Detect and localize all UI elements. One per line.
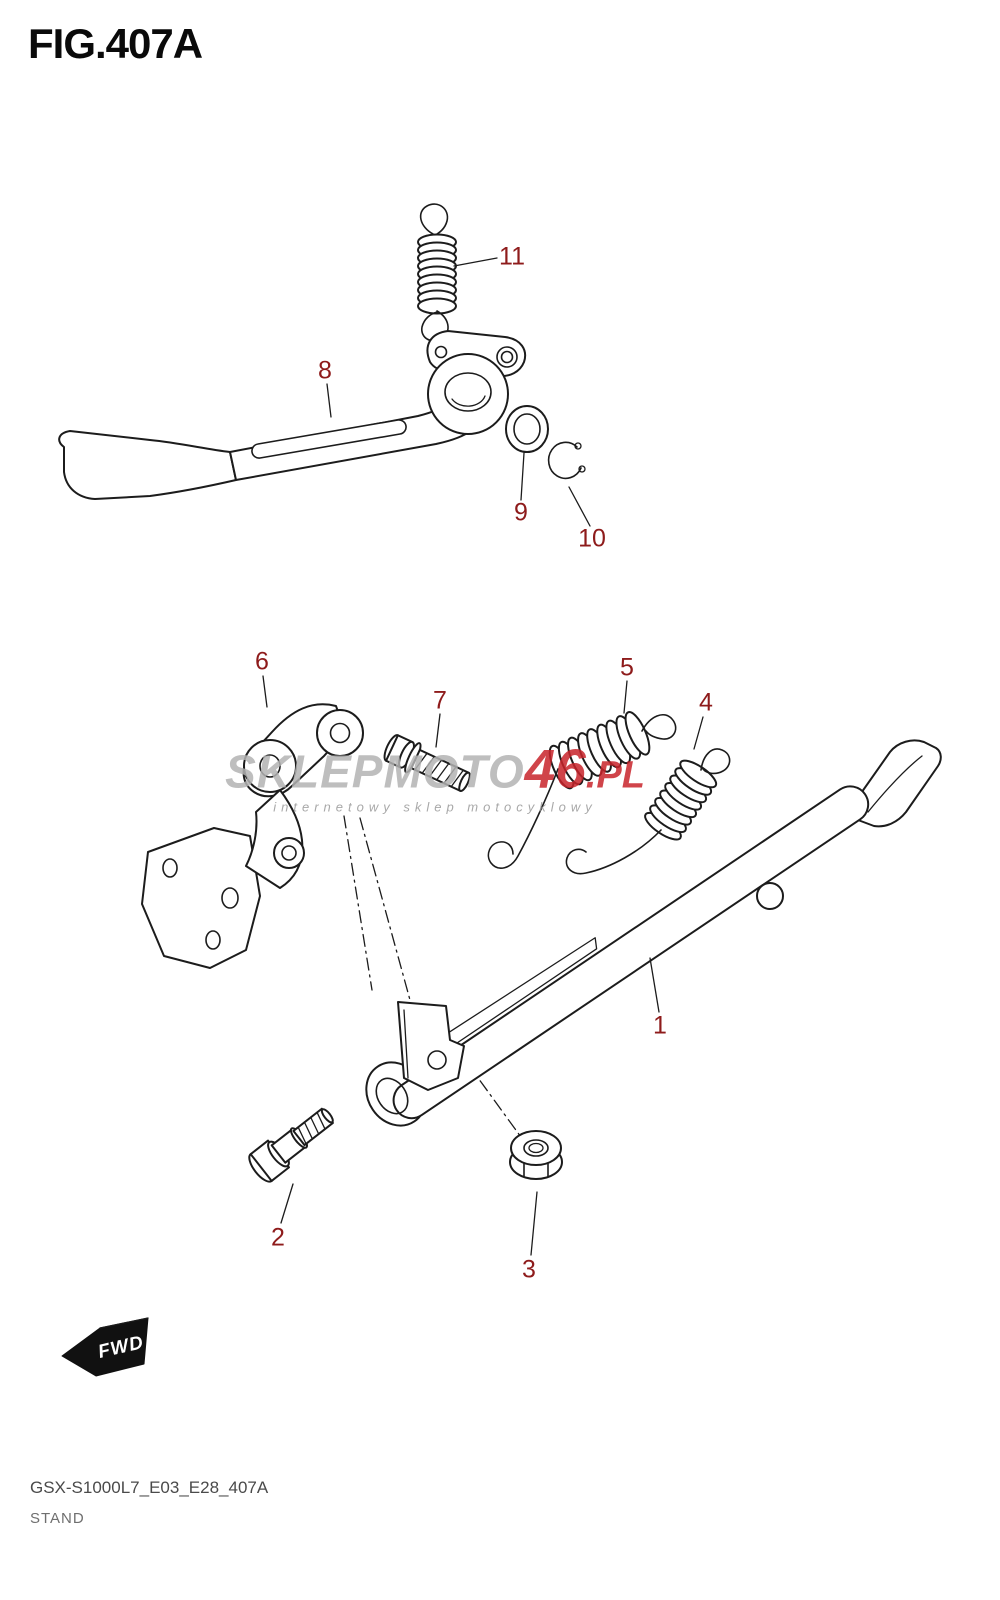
footer-part-code: GSX-S1000L7_E03_E28_407A [30, 1478, 269, 1497]
figure-title: FIG.407A [28, 20, 203, 67]
part-label-6: 6 [255, 647, 269, 676]
leader-lines [262, 257, 704, 1256]
pivot-bolt-drawing [248, 1107, 334, 1183]
watermark-text: SKLEPMOTO [225, 745, 525, 798]
part-label-5: 5 [620, 653, 634, 682]
part-label-9: 9 [514, 498, 528, 527]
watermark-suffix: .PL [585, 754, 645, 797]
return-spring-drawing [417, 203, 457, 342]
watermark: SKLEPMOTO46.PL internetowy sklep motocyk… [225, 741, 645, 815]
part-label-10: 10 [578, 524, 606, 553]
footer-figure-name: STAND [30, 1510, 85, 1527]
stand-spring-outer-drawing [565, 748, 731, 875]
assembly-axis-lines [343, 815, 527, 1145]
circlip-drawing [547, 441, 586, 480]
watermark-accent: 46 [524, 737, 586, 800]
part-label-1: 1 [653, 1011, 667, 1040]
part-label-11: 11 [499, 242, 525, 271]
part-label-8: 8 [318, 356, 332, 385]
side-stand-drawing [365, 739, 942, 1127]
brake-pedal-drawing [58, 330, 526, 500]
bracket-bolt-drawing [383, 734, 471, 792]
watermark-subtitle: internetowy sklep motocyklowy [273, 799, 597, 815]
fwd-arrow-icon [61, 1317, 149, 1377]
washer-drawing [505, 405, 549, 453]
part-label-4: 4 [699, 688, 713, 717]
stand-spring-inner-drawing [487, 711, 677, 869]
part-label-3: 3 [522, 1255, 536, 1284]
part-label-2: 2 [271, 1223, 285, 1252]
part-label-7: 7 [433, 686, 447, 715]
stand-bracket-drawing [141, 703, 364, 969]
pivot-nut-drawing [509, 1130, 563, 1180]
